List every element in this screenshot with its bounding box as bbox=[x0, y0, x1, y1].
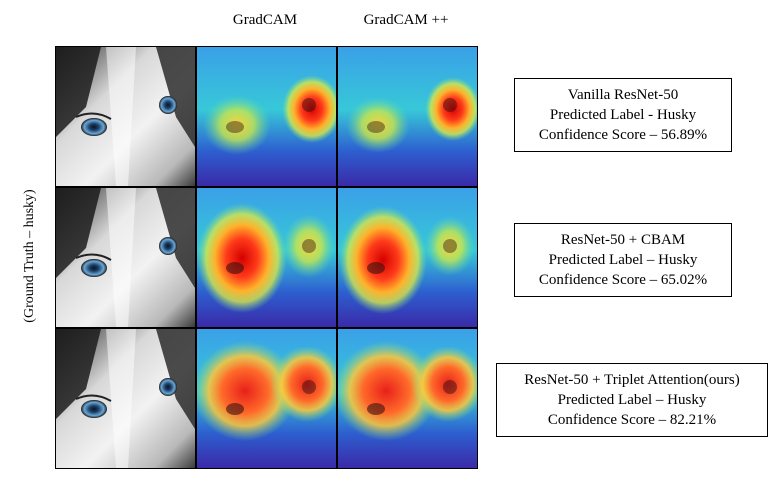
gradcam-plus-plus-heatmap-row2 bbox=[338, 188, 477, 327]
image-grid bbox=[55, 46, 478, 469]
column-header-gradcam-plus-plus: GradCAM ++ bbox=[363, 12, 449, 28]
husky-photo-row3 bbox=[56, 329, 195, 468]
confidence-score: Confidence Score – 82.21% bbox=[547, 412, 717, 428]
grid-divider-h1 bbox=[56, 186, 477, 188]
info-box-vanilla-resnet: Vanilla ResNet-50 Predicted Label - Husk… bbox=[514, 78, 732, 152]
grid-divider-h2 bbox=[56, 327, 477, 329]
info-box-resnet-cbam: ResNet-50 + CBAM Predicted Label – Husky… bbox=[514, 223, 732, 297]
gradcam-plus-plus-heatmap-row3 bbox=[338, 329, 477, 468]
grid-divider-v2 bbox=[336, 47, 338, 468]
predicted-label: Predicted Label - Husky bbox=[549, 107, 697, 123]
info-box-resnet-triplet-attention: ResNet-50 + Triplet Attention(ours) Pred… bbox=[496, 363, 768, 437]
confidence-score: Confidence Score – 56.89% bbox=[538, 127, 708, 143]
husky-photo-row2 bbox=[56, 188, 195, 327]
model-name: ResNet-50 + CBAM bbox=[560, 232, 686, 248]
model-name: ResNet-50 + Triplet Attention(ours) bbox=[524, 372, 740, 388]
gradcam-heatmap-row1 bbox=[197, 47, 336, 186]
predicted-label: Predicted Label – Husky bbox=[557, 392, 707, 408]
gradcam-heatmap-row2 bbox=[197, 188, 336, 327]
predicted-label: Predicted Label – Husky bbox=[548, 252, 698, 268]
ground-truth-label: (Ground Truth – husky) bbox=[22, 189, 37, 323]
model-name: Vanilla ResNet-50 bbox=[567, 87, 679, 103]
gradcam-plus-plus-heatmap-row1 bbox=[338, 47, 477, 186]
grid-divider-v1 bbox=[195, 47, 197, 468]
husky-photo-row1 bbox=[56, 47, 195, 186]
column-header-gradcam: GradCAM bbox=[232, 12, 298, 28]
confidence-score: Confidence Score – 65.02% bbox=[538, 272, 708, 288]
gradcam-heatmap-row3 bbox=[197, 329, 336, 468]
